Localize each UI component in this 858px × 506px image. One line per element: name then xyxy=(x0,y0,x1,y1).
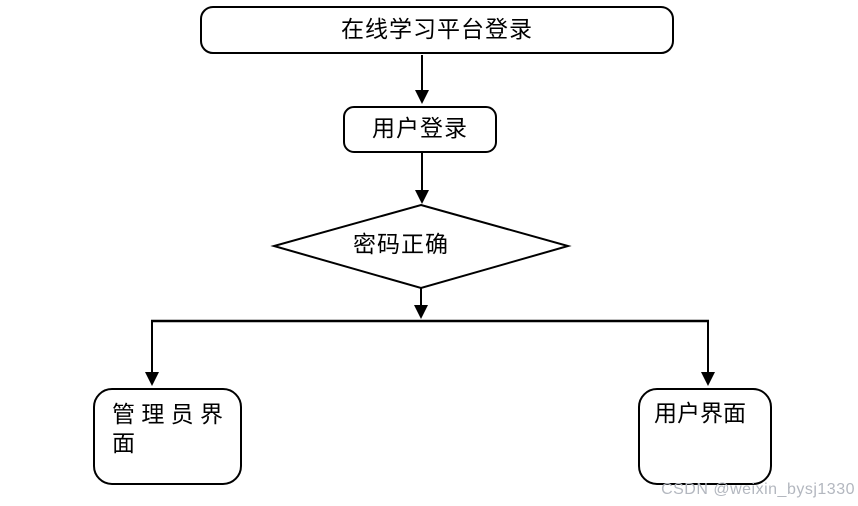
node-login-label: 用户登录 xyxy=(372,116,468,142)
node-start: 在线学习平台登录 xyxy=(200,6,674,54)
arrowhead-icon xyxy=(701,372,715,386)
node-admin-label: 管理员界面 xyxy=(112,402,224,456)
node-user: 用户界面 xyxy=(638,388,772,485)
arrowhead-icon xyxy=(415,90,429,104)
arrowhead-icon xyxy=(145,372,159,386)
node-start-label: 在线学习平台登录 xyxy=(341,16,533,42)
edge-start-login xyxy=(415,55,429,104)
arrowhead-icon xyxy=(415,190,429,204)
node-admin: 管理员界面 xyxy=(93,388,242,485)
edge-decision-junction xyxy=(414,288,428,319)
watermark: CSDN @weixin_bysj1330 xyxy=(661,481,855,498)
node-login: 用户登录 xyxy=(343,106,497,153)
node-user-label: 用户界面 xyxy=(654,401,746,426)
edge-junction-admin xyxy=(145,320,159,386)
node-decision-label: 密码正确 xyxy=(353,232,449,257)
arrowhead-icon xyxy=(414,305,428,319)
edge-junction-user xyxy=(701,320,715,386)
edge-login-decision xyxy=(415,153,429,204)
